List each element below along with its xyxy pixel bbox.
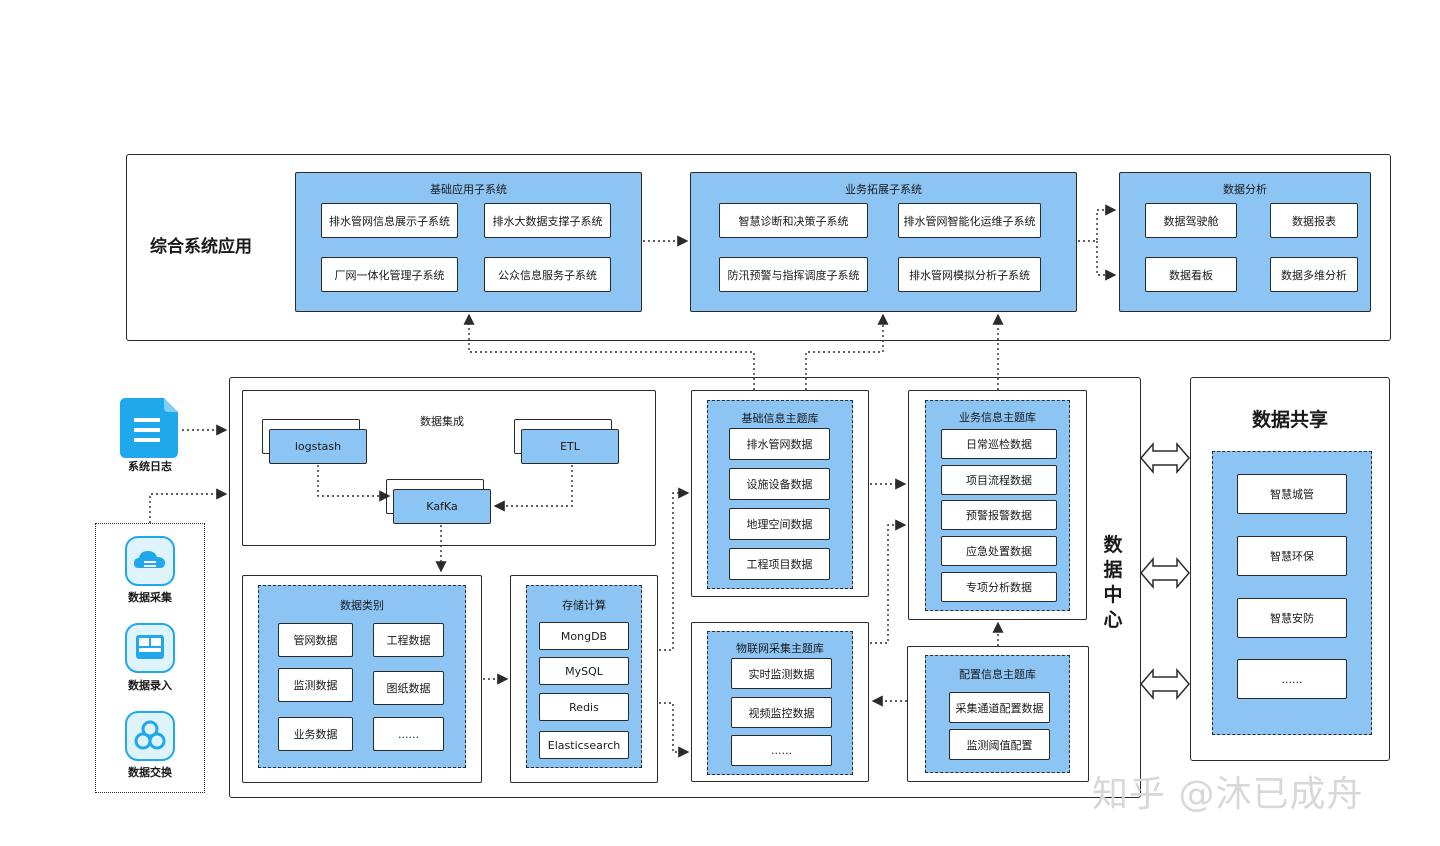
analysis-report[interactable]: 数据报表 <box>1270 203 1358 238</box>
storage-title: 存储计算 <box>562 599 606 612</box>
storage-mongodb[interactable]: MongDB <box>539 622 629 650</box>
biz-topic-emergency[interactable]: 应急处置数据 <box>941 536 1057 566</box>
share-smart-environment[interactable]: 智慧环保 <box>1237 536 1347 576</box>
category-more[interactable]: ...... <box>373 717 444 751</box>
basic-topic-facility-data[interactable]: 设施设备数据 <box>729 468 830 500</box>
category-engineering[interactable]: 工程数据 <box>373 623 444 657</box>
biz-topic-analysis[interactable]: 专项分析数据 <box>941 572 1057 602</box>
subsystem-flood-warning[interactable]: 防汛预警与指挥调度子系统 <box>719 257 868 292</box>
config-topic-channel[interactable]: 采集通道配置数据 <box>949 692 1050 723</box>
data-center-title: 数 据 中 心 <box>1103 534 1123 631</box>
data-analysis-title: 数据分析 <box>1223 183 1267 196</box>
kafka-node[interactable]: KafKa <box>393 489 491 524</box>
biz-topic-process[interactable]: 项目流程数据 <box>941 465 1057 495</box>
biz-topic-inspection[interactable]: 日常巡检数据 <box>941 429 1057 459</box>
subsystem-pipe-info-display[interactable]: 排水管网信息展示子系统 <box>321 203 458 238</box>
arrow-biz-to-dashboard <box>1096 241 1117 281</box>
double-arrow-2 <box>1140 556 1190 590</box>
share-smart-city[interactable]: 智慧城管 <box>1237 474 1347 514</box>
data-entry-label: 数据录入 <box>128 679 172 692</box>
category-business[interactable]: 业务数据 <box>278 717 353 751</box>
storage-elasticsearch[interactable]: Elasticsearch <box>539 731 629 759</box>
iot-topic-more[interactable]: ...... <box>731 735 832 766</box>
storage-mysql[interactable]: MySQL <box>539 657 629 685</box>
subsystem-big-data-support[interactable]: 排水大数据支撑子系统 <box>484 203 611 238</box>
analysis-dashboard[interactable]: 数据看板 <box>1145 257 1237 292</box>
category-drawings[interactable]: 图纸数据 <box>373 671 444 705</box>
arrow-storage-to-basic-topic <box>659 487 690 651</box>
basic-topic-title: 基础信息主题库 <box>741 412 819 425</box>
data-categories-title: 数据类别 <box>340 599 384 612</box>
subsystem-intelligent-ops[interactable]: 排水管网智能化运维子系统 <box>898 203 1041 238</box>
storage-redis[interactable]: Redis <box>539 693 629 721</box>
analysis-multidim[interactable]: 数据多维分析 <box>1270 257 1358 292</box>
arrow-iot-to-biz-topic <box>870 519 907 644</box>
arrow-basic-topic-to-basic-apps <box>463 313 755 390</box>
data-exchange-label: 数据交换 <box>128 766 172 779</box>
iot-topic-title: 物联网采集主题库 <box>736 642 824 655</box>
data-integration-title: 数据集成 <box>420 415 464 428</box>
data-exchange-icon <box>125 711 175 761</box>
subsystem-simulation[interactable]: 排水管网模拟分析子系统 <box>898 257 1041 292</box>
biz-topic-alarm[interactable]: 预警报警数据 <box>941 500 1057 530</box>
data-entry-icon <box>125 623 175 673</box>
subsystem-public-info[interactable]: 公众信息服务子系统 <box>484 257 611 292</box>
data-sharing-title: 数据共享 <box>1251 409 1328 431</box>
data-collection-icon <box>125 536 175 586</box>
double-arrow-1 <box>1140 441 1190 475</box>
biz-topic-title: 业务信息主题库 <box>959 411 1036 424</box>
biz-expansion-subsystems-title: 业务拓展子系统 <box>845 183 922 196</box>
basic-app-subsystems-title: 基础应用子系统 <box>430 183 507 196</box>
logstash-node[interactable]: logstash <box>269 429 367 464</box>
double-arrow-3 <box>1140 667 1190 701</box>
share-more[interactable]: ...... <box>1237 659 1347 699</box>
category-pipe-network[interactable]: 管网数据 <box>278 623 353 657</box>
subsystem-plant-network[interactable]: 厂网一体化管理子系统 <box>321 257 458 292</box>
arrow-etl-to-kafka <box>493 465 573 512</box>
iot-topic-realtime[interactable]: 实时监测数据 <box>731 658 832 689</box>
arrow-storage-to-iot-topic <box>659 702 690 758</box>
integrated-apps-title: 综合系统应用 <box>150 237 252 257</box>
subsystem-smart-diagnosis[interactable]: 智慧诊断和决策子系统 <box>719 203 868 238</box>
data-collection-label: 数据采集 <box>128 591 172 604</box>
basic-topic-geo-data[interactable]: 地理空间数据 <box>729 508 830 540</box>
arrow-basic-topic-to-biz-apps <box>805 313 889 390</box>
config-topic-threshold[interactable]: 监测阈值配置 <box>949 729 1050 760</box>
iot-topic-video[interactable]: 视频监控数据 <box>731 697 832 728</box>
system-log-icon <box>120 398 180 460</box>
basic-topic-project-data[interactable]: 工程项目数据 <box>729 548 830 580</box>
etl-node[interactable]: ETL <box>521 429 619 464</box>
analysis-cockpit[interactable]: 数据驾驶舱 <box>1145 203 1237 238</box>
category-monitoring[interactable]: 监测数据 <box>278 668 353 702</box>
share-smart-security[interactable]: 智慧安防 <box>1237 598 1347 638</box>
arrow-biz-to-cockpit <box>1078 204 1117 242</box>
sources-group <box>95 523 205 793</box>
arrow-logstash-to-kafka <box>317 465 391 502</box>
basic-topic-pipe-data[interactable]: 排水管网数据 <box>729 428 830 460</box>
system-log-label: 系统日志 <box>128 460 172 473</box>
watermark: 知乎 @沐已成舟 <box>1092 774 1364 815</box>
arrow-sources-to-dc <box>149 488 228 523</box>
config-topic-title: 配置信息主题库 <box>959 668 1036 681</box>
